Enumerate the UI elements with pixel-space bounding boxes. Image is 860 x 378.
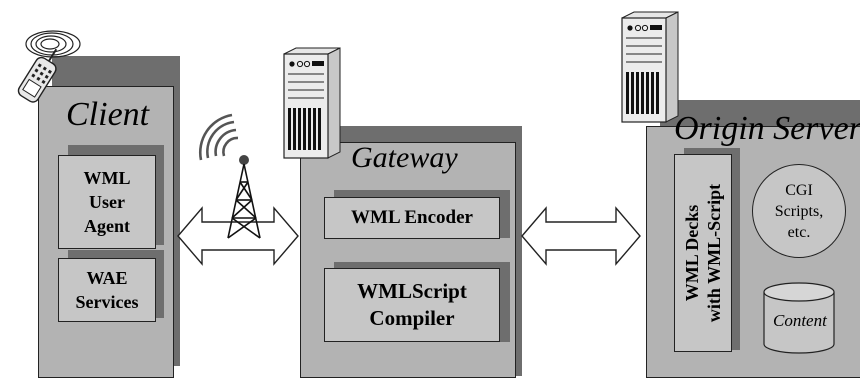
cgi-line-3: etc. bbox=[787, 223, 811, 241]
wml-user-agent-line-3: Agent bbox=[84, 216, 130, 236]
wae-services-line-1: WAE bbox=[86, 268, 128, 288]
gateway-title: Gateway bbox=[351, 141, 458, 174]
wml-user-agent-line-1: WML bbox=[83, 168, 131, 188]
wml-decks-line-2: with WML-Script bbox=[704, 183, 725, 323]
wml-user-agent-box: WML User Agent bbox=[58, 155, 156, 249]
gateway-origin-arrow bbox=[521, 206, 641, 266]
radio-tower-icon bbox=[199, 113, 261, 239]
wml-decks-line-1: WML Decks bbox=[682, 204, 703, 302]
wml-decks-text: WML Decks with WML-Script bbox=[681, 184, 725, 322]
wml-decks-box: WML Decks with WML-Script bbox=[674, 154, 732, 352]
mobile-phone-icon bbox=[17, 30, 81, 103]
client-title: Client bbox=[66, 96, 150, 133]
origin-server-icon bbox=[621, 11, 679, 123]
content-database-icon bbox=[763, 282, 835, 354]
cgi-scripts-circle: CGI Scripts, etc. bbox=[752, 164, 846, 258]
client-gateway-arrow bbox=[177, 206, 299, 266]
gateway-server-icon bbox=[283, 47, 341, 159]
wml-encoder-box: WML Encoder bbox=[324, 197, 500, 239]
wmlscript-compiler-line-1: WMLScript bbox=[357, 279, 467, 303]
cgi-line-1: CGI bbox=[785, 181, 813, 199]
origin-server-title: Origin Server bbox=[674, 110, 860, 147]
wae-services-box: WAE Services bbox=[58, 258, 156, 322]
wml-user-agent-line-2: User bbox=[89, 192, 125, 212]
gateway-panel bbox=[300, 142, 516, 378]
wmlscript-compiler-line-2: Compiler bbox=[369, 306, 455, 330]
wae-services-line-2: Services bbox=[75, 292, 139, 312]
content-label: Content bbox=[773, 311, 827, 330]
cgi-line-2: Scripts, bbox=[774, 202, 824, 220]
wmlscript-compiler-box: WMLScript Compiler bbox=[324, 268, 500, 342]
